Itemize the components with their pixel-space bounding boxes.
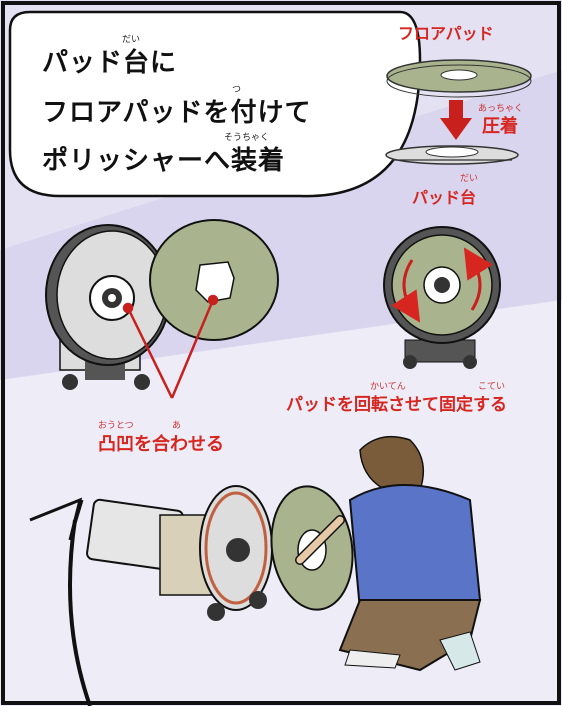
speech-bubble [8, 10, 422, 198]
bubble-line-3: ポリッシャーへ装着 [42, 146, 286, 176]
press-ruby: あっちゃく [478, 104, 524, 114]
press-label: 圧着 [482, 116, 518, 137]
bubble-ruby-tsu: つ [232, 85, 242, 95]
press-arrow-icon [440, 100, 472, 140]
bubble-ruby-souchaku: そうちゃく [224, 133, 270, 143]
pad-base-label: パッド台 [412, 188, 477, 207]
pad-base-plate [385, 145, 519, 165]
align-ruby-a: あ [172, 421, 182, 431]
rotating-pad-machine [383, 226, 501, 369]
rotate-label: パッドを回転させて固定する [286, 395, 507, 415]
floor-pad-label: フロアパッド [398, 24, 494, 43]
rotate-ruby-kotei: こてい [478, 382, 506, 392]
floor-pad-green [149, 219, 279, 341]
worker-figure [295, 435, 482, 672]
pad-base-ruby: だい [460, 174, 479, 184]
align-ruby-outotsu: おうとつ [98, 421, 134, 431]
align-label: 凸凹を合わせる [98, 434, 224, 455]
bubble-ruby-dai: だい [122, 35, 141, 45]
rotate-ruby-kaiten: かいてん [370, 382, 406, 392]
align-pointer-lines [122, 294, 219, 399]
bubble-line-2: フロアパッドを付けて [42, 98, 312, 128]
polisher-machine [29, 485, 273, 706]
bubble-line-1: パッド台に [42, 48, 178, 78]
floor-pad-disc [386, 59, 532, 98]
